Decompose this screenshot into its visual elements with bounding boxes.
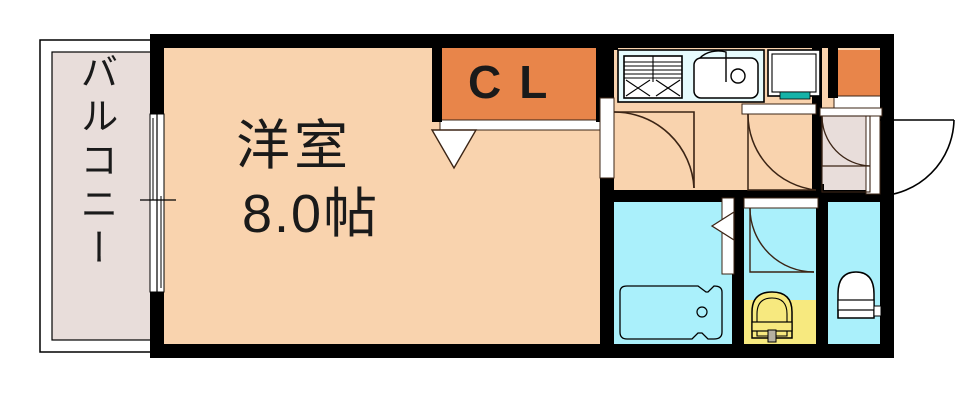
kitchen-sink-icon — [693, 50, 759, 99]
gas-stove-icon — [623, 55, 683, 99]
closet-cl-door-band — [439, 119, 601, 131]
shoe-closet-door-band — [833, 95, 885, 109]
bath-door[interactable] — [743, 197, 819, 273]
walls — [150, 34, 894, 358]
bathtub-icon — [619, 285, 723, 340]
room-kitchen-door[interactable] — [599, 97, 695, 189]
closet-door-swing-icon — [430, 129, 478, 170]
washroom-door[interactable] — [710, 197, 735, 275]
closet-cl — [440, 46, 600, 120]
balcony-sliding-door[interactable] — [140, 113, 176, 293]
hall-door[interactable] — [741, 103, 817, 191]
shoe-closet — [838, 50, 882, 96]
entrance-door[interactable] — [865, 115, 955, 197]
toilet-icon — [751, 291, 793, 343]
entry-inner-door[interactable] — [819, 107, 883, 193]
balcony-area — [39, 39, 159, 353]
washing-machine-icon — [767, 49, 821, 100]
toilet-right-icon — [837, 271, 882, 319]
